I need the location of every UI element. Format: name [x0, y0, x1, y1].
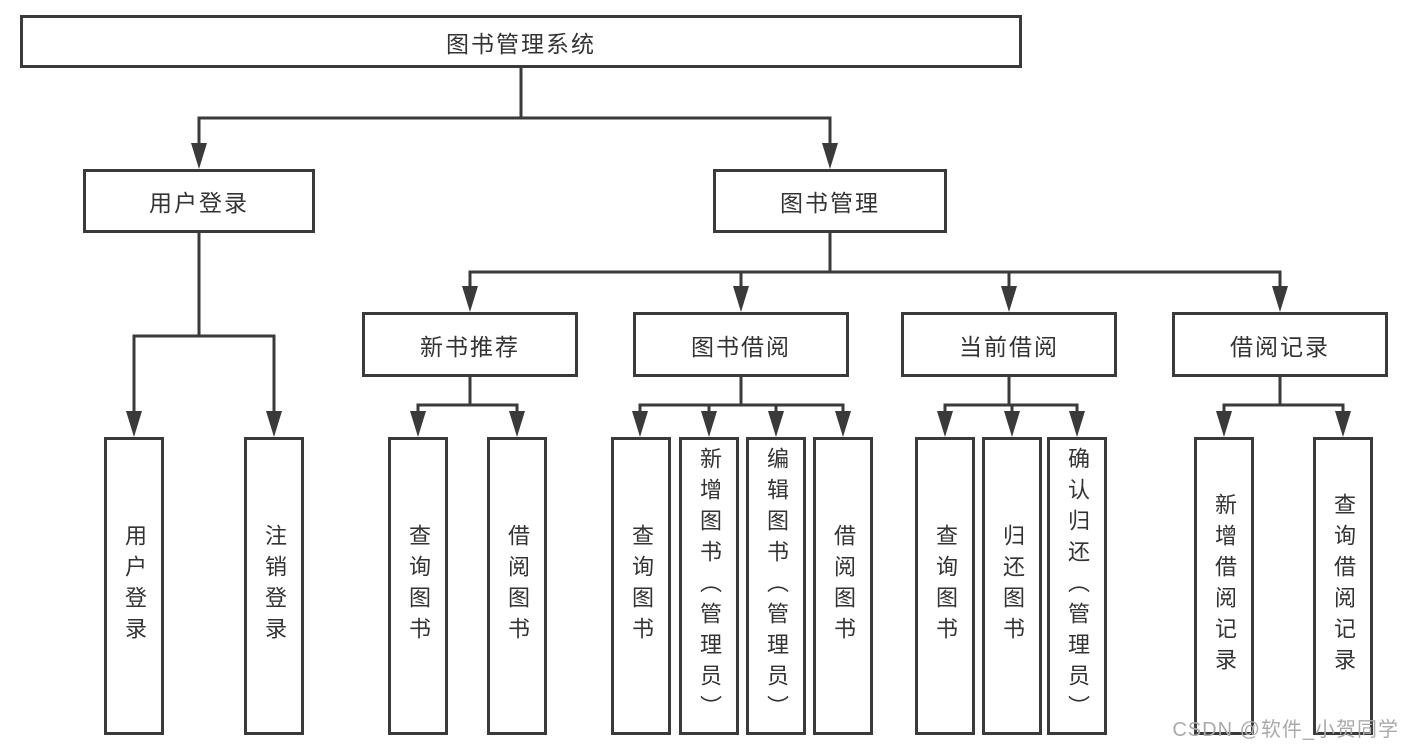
leaf-cb-return-books: 归还图书: [982, 437, 1042, 735]
connector-borrowing-records-to-leaves: [1216, 373, 1351, 437]
leaf-bb-edit-books-admin: 编辑图书（管理员）: [746, 437, 806, 735]
node-root-system: 图书管理系统: [20, 15, 1022, 68]
node-book-borrowing-label: 图书借阅: [691, 333, 791, 360]
leaf-bb-borrow-books: 借阅图书: [813, 437, 873, 735]
node-new-book-recommend-label: 新书推荐: [420, 333, 520, 360]
leaf-logout: 注销登录: [244, 437, 304, 735]
leaf-user-login: 用户登录: [104, 437, 164, 735]
leaf-user-login-label: 用户登录: [122, 524, 147, 648]
leaf-nbr-borrow-books-label: 借阅图书: [505, 524, 530, 648]
csdn-watermark: CSDN @软件_小贺同学: [1172, 719, 1399, 741]
leaf-br-add-record: 新增借阅记录: [1194, 437, 1254, 735]
leaf-cb-query-books-label: 查询图书: [933, 524, 958, 648]
node-current-borrowing: 当前借阅: [901, 312, 1117, 377]
leaf-logout-label: 注销登录: [262, 524, 287, 648]
leaf-bb-edit-books-admin-label: 编辑图书（管理员）: [764, 446, 789, 726]
connector-book-management-to-level3: [462, 229, 1288, 312]
node-book-management: 图书管理: [713, 169, 947, 233]
leaf-cb-confirm-return-admin: 确认归还（管理员）: [1047, 437, 1107, 735]
node-root-system-label: 图书管理系统: [446, 30, 596, 57]
leaf-bb-query-books: 查询图书: [611, 437, 671, 735]
leaf-nbr-query-books: 查询图书: [388, 437, 448, 735]
connector-current-borrowing-to-leaves: [937, 373, 1085, 437]
leaf-br-query-record: 查询借阅记录: [1313, 437, 1373, 735]
leaf-nbr-query-books-label: 查询图书: [406, 524, 431, 648]
leaf-bb-add-books-admin: 新增图书（管理员）: [679, 437, 739, 735]
connector-root-to-level2: [191, 64, 838, 169]
leaf-br-add-record-label: 新增借阅记录: [1212, 493, 1237, 679]
node-user-login: 用户登录: [83, 169, 315, 233]
node-borrowing-records: 借阅记录: [1172, 312, 1388, 377]
connector-book-borrowing-to-leaves: [632, 373, 851, 437]
node-book-borrowing: 图书借阅: [633, 312, 849, 377]
leaf-bb-add-books-admin-label: 新增图书（管理员）: [697, 446, 722, 726]
node-current-borrowing-label: 当前借阅: [959, 333, 1059, 360]
leaf-nbr-borrow-books: 借阅图书: [487, 437, 547, 735]
node-book-management-label: 图书管理: [780, 190, 880, 216]
leaf-bb-borrow-books-label: 借阅图书: [831, 524, 856, 648]
node-new-book-recommend: 新书推荐: [362, 312, 578, 377]
leaf-bb-query-books-label: 查询图书: [629, 524, 654, 648]
connector-user-login-to-leaves: [126, 229, 282, 437]
leaf-br-query-record-label: 查询借阅记录: [1331, 493, 1356, 679]
connector-new-book-recommend-to-leaves: [410, 373, 525, 437]
node-borrowing-records-label: 借阅记录: [1230, 333, 1330, 360]
leaf-cb-query-books: 查询图书: [915, 437, 975, 735]
leaf-cb-confirm-return-admin-label: 确认归还（管理员）: [1065, 446, 1090, 726]
leaf-cb-return-books-label: 归还图书: [1000, 524, 1025, 648]
node-user-login-label: 用户登录: [149, 190, 249, 216]
